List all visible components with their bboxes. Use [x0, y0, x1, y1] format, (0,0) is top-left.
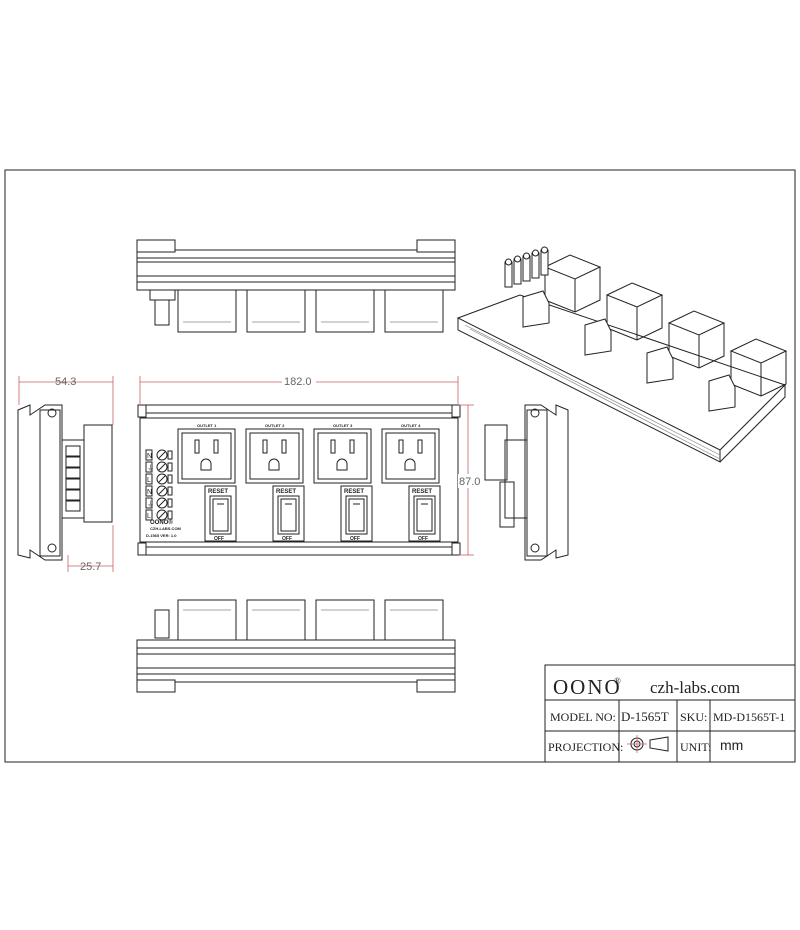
projection-label: PROJECTION: [548, 740, 623, 754]
dimensions: 54.3 182.0 87.0 25.7 [18, 374, 482, 573]
socket-slot [330, 439, 336, 454]
dim-width: 182.0 [284, 376, 312, 388]
iso-outlet [543, 254, 602, 280]
front-logo: OONO® [150, 519, 173, 526]
model-value: D-1565T [621, 709, 669, 724]
switch-off-label: OFF [418, 536, 428, 542]
outlet-label: OUTLET 2 [265, 423, 285, 428]
top-view-socket [246, 289, 306, 333]
iso-terminal [531, 252, 540, 279]
bottom-view [136, 599, 456, 693]
iso-outlet [729, 338, 788, 364]
terminal-screw-icon[interactable] [156, 497, 168, 509]
outlet-label: OUTLET 3 [333, 423, 353, 428]
outlet-label: OUTLET 4 [401, 423, 421, 428]
side-terminal [65, 500, 81, 512]
iso-terminal [513, 258, 522, 285]
left-side-view [17, 404, 113, 561]
switch-reset-label: RESET [412, 489, 432, 495]
socket-slot [398, 439, 404, 454]
terminal-screw-icon[interactable] [156, 461, 168, 473]
outlet-1: OUTLET 1 [177, 423, 236, 484]
switch-off-label: OFF [350, 536, 360, 542]
top-view-socket [384, 289, 444, 333]
projection-symbol-icon [627, 735, 669, 753]
side-terminal [65, 456, 81, 468]
dim-side-offset: 25.7 [80, 561, 101, 573]
socket-slot [262, 439, 268, 454]
top-view-socket [315, 289, 375, 333]
side-terminal [65, 445, 81, 457]
ground-hole [268, 458, 280, 471]
terminal-block: N⏚LN⏚L [145, 449, 173, 521]
reset-switch-2[interactable]: RESET OFF [272, 485, 305, 542]
isometric-view [456, 246, 788, 463]
top-view-socket [177, 289, 237, 333]
drawing-border [4, 169, 796, 763]
terminal-label: L [147, 477, 151, 484]
front-version: D-1565 VER: 1.0 [146, 533, 177, 538]
ground-hole [200, 458, 212, 471]
brand-name: OONO [553, 675, 622, 699]
terminal-screw-icon[interactable] [156, 449, 168, 461]
switch-reset-label: RESET [276, 489, 296, 495]
terminal-label: ⏚ [147, 500, 154, 508]
sku-value: MD-D1565T-1 [713, 710, 785, 724]
reset-switch-3[interactable]: RESET OFF [340, 485, 373, 542]
dim-side-depth: 54.3 [55, 376, 76, 388]
outlet-4: OUTLET 4 [381, 423, 440, 484]
bottom-view-socket [177, 599, 237, 641]
unit-value: mm [720, 737, 743, 753]
iso-outlet [667, 310, 726, 336]
ground-hole [404, 458, 416, 471]
terminal-label: N [147, 453, 152, 460]
iso-terminal [504, 261, 513, 288]
socket-slot [194, 439, 200, 454]
terminal-label: ⏚ [147, 464, 154, 472]
side-terminal [65, 467, 81, 479]
iso-switch [584, 318, 612, 356]
side-terminal [65, 478, 81, 490]
model-label: MODEL NO: [550, 710, 616, 724]
terminal-screw-icon[interactable] [156, 485, 168, 497]
iso-terminal [540, 249, 549, 276]
outlet-2: OUTLET 2 [245, 423, 304, 484]
terminal-label: N [147, 489, 152, 496]
bottom-view-socket [315, 599, 375, 641]
outlet-label: OUTLET 1 [197, 423, 217, 428]
iso-switch [708, 374, 736, 412]
iso-switch [522, 290, 550, 328]
terminal-label: L [147, 513, 151, 520]
terminal-screw-icon[interactable] [156, 509, 168, 521]
switch-off-label: OFF [282, 536, 292, 542]
sku-label: SKU: [680, 710, 707, 724]
top-view [136, 239, 456, 333]
iso-outlet [605, 282, 664, 308]
bottom-view-socket [384, 599, 444, 641]
side-terminal [65, 489, 81, 501]
iso-switch [646, 346, 674, 384]
brand-mark: ® [614, 676, 621, 686]
terminal-screw-icon[interactable] [156, 473, 168, 485]
title-block: OONO ® czh-labs.com MODEL NO: D-1565T SK… [544, 664, 796, 763]
bottom-view-socket [246, 599, 306, 641]
switch-off-label: OFF [214, 536, 224, 542]
outlet-3: OUTLET 3 [313, 423, 372, 484]
ground-hole [336, 458, 348, 471]
reset-switch-4[interactable]: RESET OFF [408, 485, 441, 542]
front-site: CZH-LABS.COM [150, 526, 182, 531]
right-side-view [484, 404, 569, 561]
website: czh-labs.com [650, 678, 740, 697]
switch-reset-label: RESET [208, 489, 228, 495]
dim-height: 87.0 [459, 476, 480, 488]
switch-reset-label: RESET [344, 489, 364, 495]
front-view: N⏚LN⏚L OONO® CZH-LABS.COM D-1565 VER: 1.… [137, 404, 461, 556]
iso-terminal [522, 255, 531, 282]
unit-label: UNIT: [680, 740, 711, 754]
reset-switch-1[interactable]: RESET OFF [204, 485, 237, 542]
